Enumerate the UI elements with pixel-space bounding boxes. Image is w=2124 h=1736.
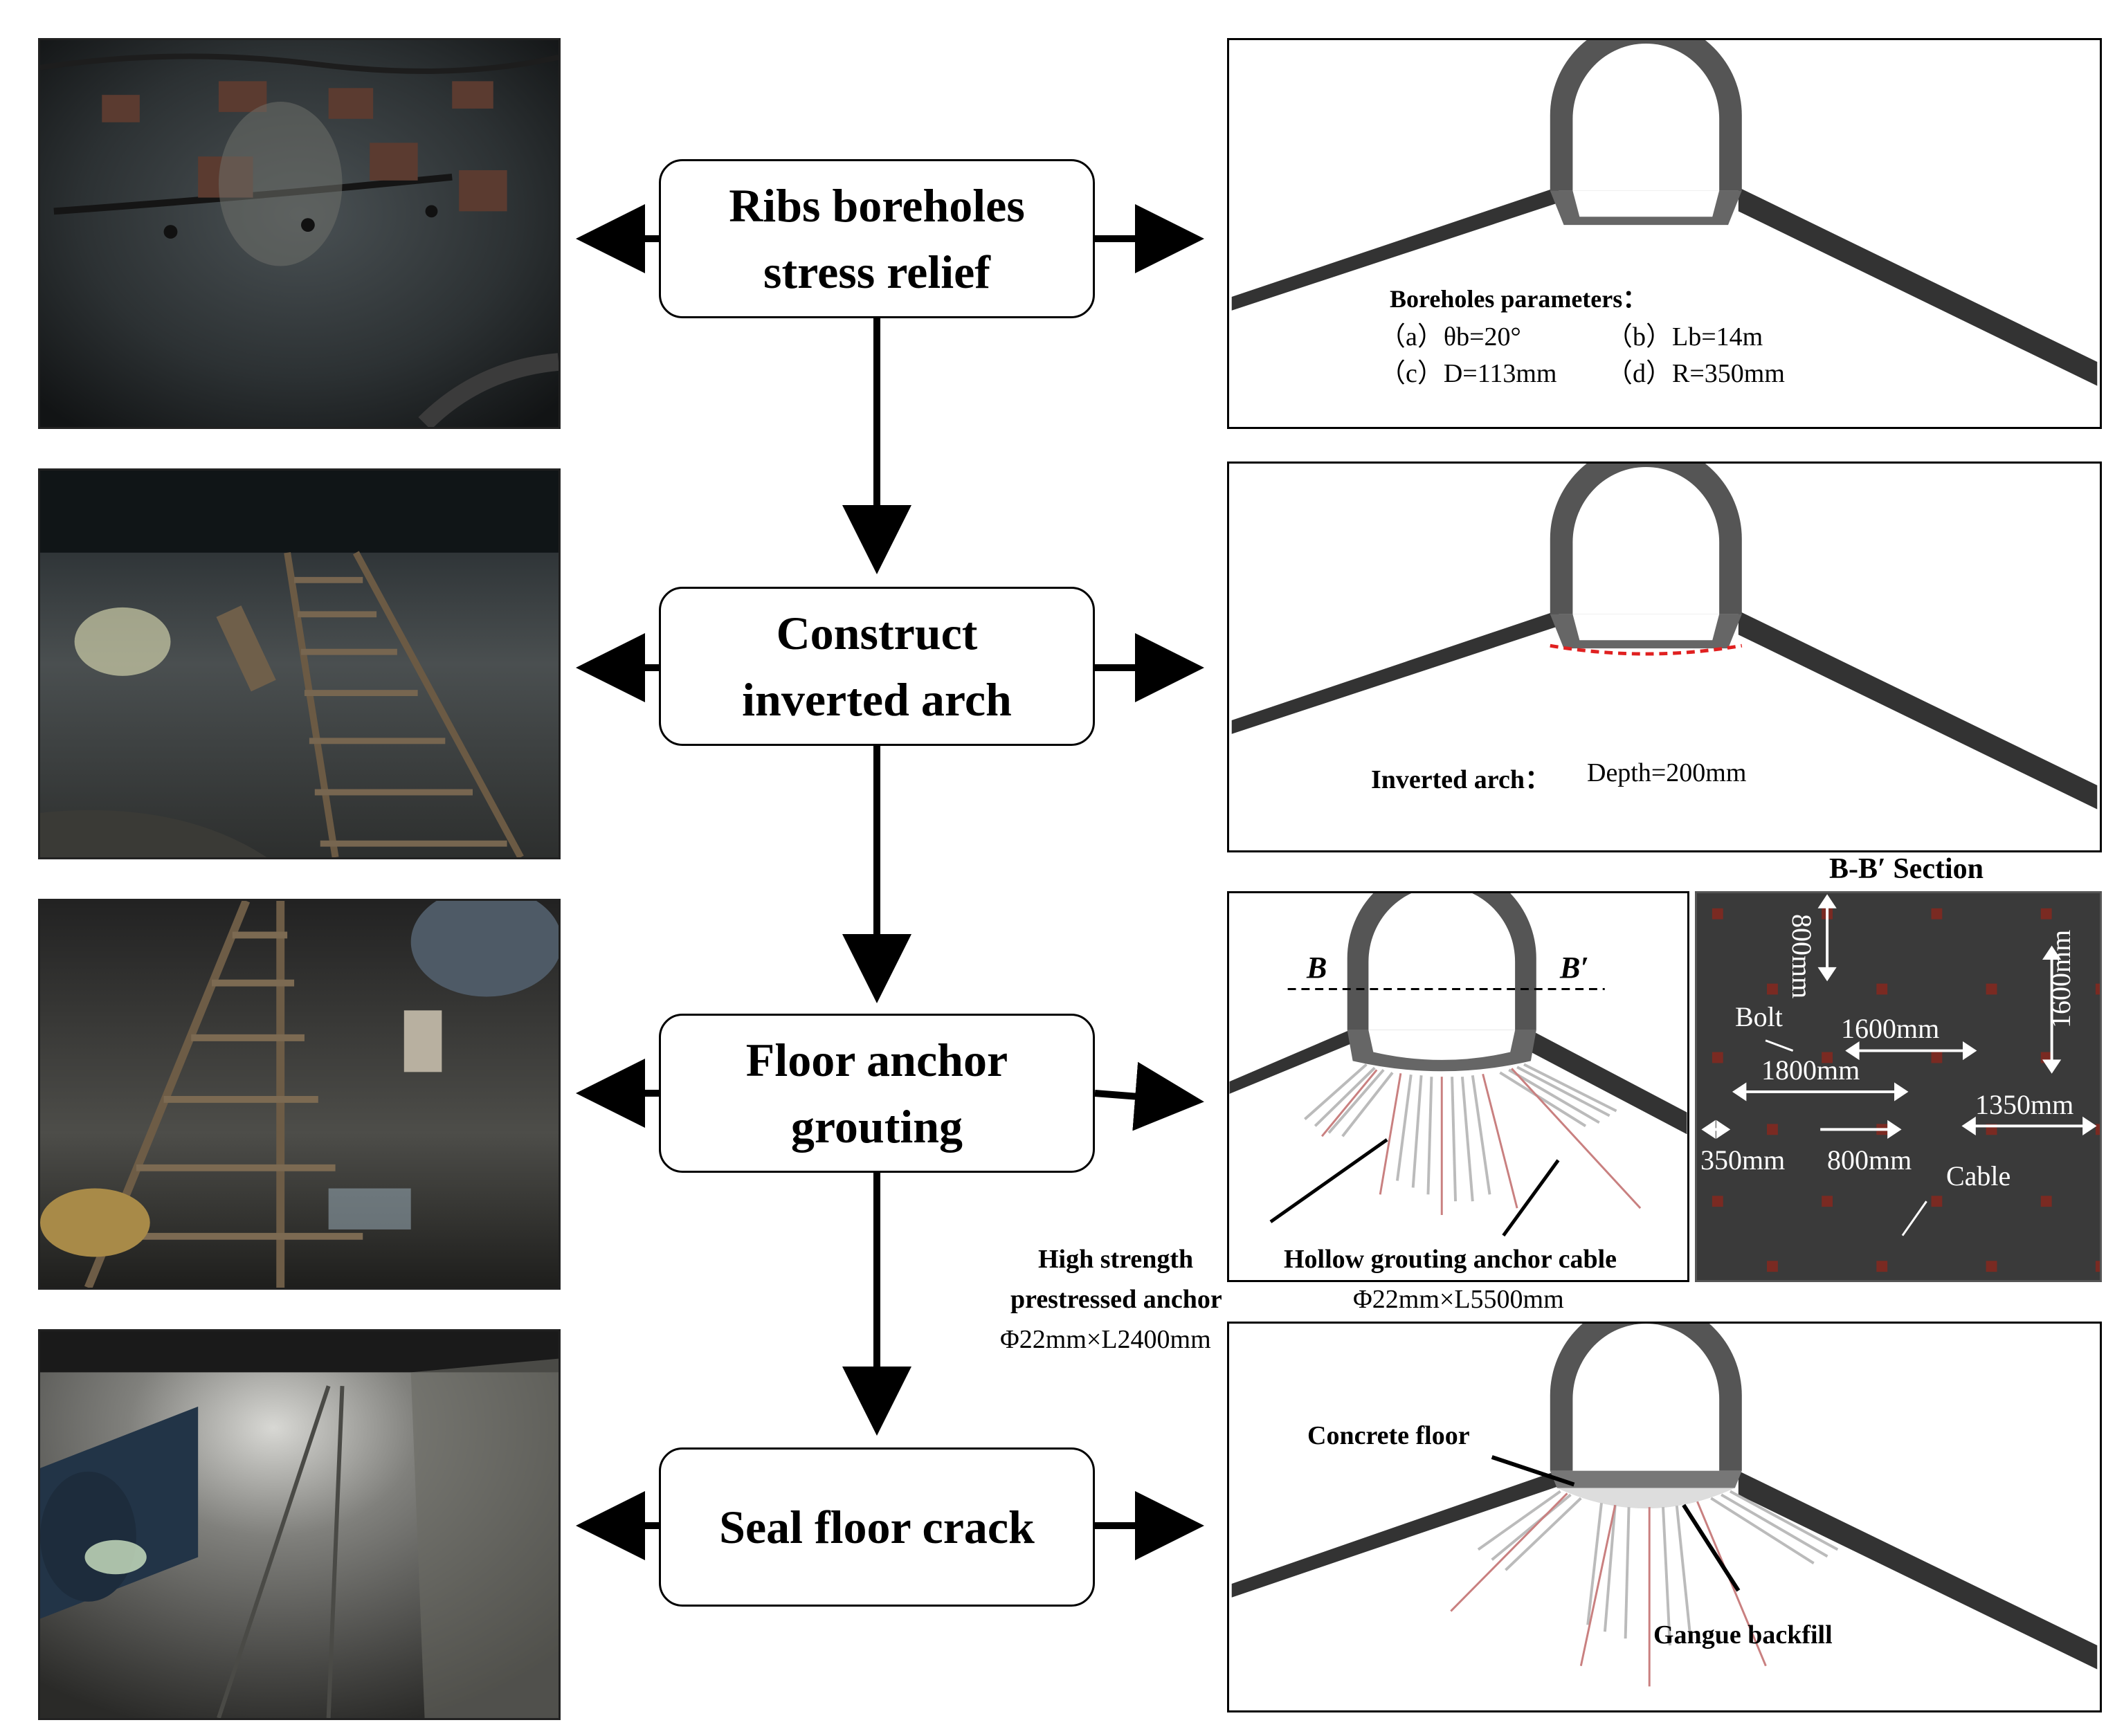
param-c: （c）D=113mm [1379, 359, 1557, 388]
section-mark-b-left: B [1307, 951, 1327, 985]
section-marker [2095, 1124, 2100, 1135]
cable-title: Hollow grouting anchor cable [1284, 1245, 1617, 1274]
inverted-arch-title: Inverted arch： [1371, 765, 1551, 794]
section-marker [1822, 1196, 1833, 1207]
section-marker [1712, 1052, 1723, 1063]
step-ribs-boreholes: Ribs boreholes stress relief [659, 159, 1095, 318]
bolt-label: Bolt [1735, 1001, 1783, 1032]
boreholes-heading: Boreholes parameters： [1390, 285, 1648, 313]
section-marker [1712, 1196, 1723, 1207]
step-3-label: Floor anchor grouting [745, 1034, 1008, 1153]
param-a: （a）θb=20° [1379, 322, 1521, 351]
dim-350: 350mm [1700, 1144, 1786, 1176]
section-marker [1931, 1196, 1943, 1207]
photo-inverted-arch [38, 468, 561, 859]
dim-1350: 1350mm [1975, 1089, 2074, 1120]
section-marker [1767, 1261, 1778, 1272]
section-marker [1986, 1261, 1997, 1272]
section-title: B-B′ Section [1829, 853, 1984, 885]
step-1-label: Ribs boreholes stress relief [729, 179, 1025, 298]
dim-800: 800mm [1827, 1144, 1912, 1176]
section-marker [1986, 983, 1997, 995]
photo-seal-floor [38, 1329, 561, 1720]
section-marker [1931, 908, 1943, 920]
dim-800-vertical: 800mm [1786, 914, 1817, 999]
section-marker [1876, 1261, 1888, 1272]
step-4-label: Seal floor crack [719, 1501, 1035, 1553]
section-marker [1712, 908, 1723, 920]
section-marker [1767, 1124, 1778, 1135]
concrete-floor-label: Concrete floor [1307, 1421, 1470, 1450]
param-d: （d）R=350mm [1606, 359, 1785, 388]
photo-ribs-boreholes [38, 38, 561, 429]
anchor-title-line2: prestressed anchor [1010, 1285, 1222, 1314]
step-seal-floor: Seal floor crack [659, 1447, 1095, 1607]
cable-spec: Φ22mm×L5500mm [1353, 1285, 1564, 1314]
arrow-right-3 [1094, 1061, 1204, 1131]
panel-floor-anchor: B B′ [1227, 891, 1689, 1282]
section-mark-b-right: B′ [1560, 951, 1589, 985]
section-marker [1876, 983, 1888, 995]
panel-seal-floor: Concrete floor Gangue backfill [1227, 1322, 2102, 1712]
section-marker [2095, 983, 2100, 995]
gangue-backfill-label: Gangue backfill [1653, 1620, 1833, 1650]
step-inverted-arch: Construct inverted arch [659, 587, 1095, 746]
panel-inverted-arch: Inverted arch： Depth=200mm [1227, 462, 2102, 852]
param-b: （b）Lb=14m [1606, 322, 1763, 351]
cable-label: Cable [1946, 1160, 2011, 1191]
section-marker [1767, 983, 1778, 995]
section-marker [2040, 908, 2052, 920]
panel-boreholes-parameters: Boreholes parameters： （a）θb=20° （b）Lb=14… [1227, 38, 2102, 429]
step-floor-anchor: Floor anchor grouting [659, 1014, 1095, 1173]
dim-1600-vertical: 1600mm [2045, 929, 2076, 1028]
dim-1600: 1600mm [1841, 1013, 1940, 1044]
section-marker [1822, 1052, 1833, 1063]
inverted-arch-depth: Depth=200mm [1587, 758, 1747, 787]
dim-1800: 1800mm [1761, 1054, 1860, 1086]
panel-b-b-section: 800mm 1600mm Bolt 1600mm 1800mm 1350mm 3… [1695, 891, 2102, 1282]
anchor-title-line1: High strength [1038, 1245, 1194, 1274]
step-2-label: Construct inverted arch [742, 607, 1012, 726]
section-marker [2095, 1261, 2100, 1272]
photo-floor-anchor [38, 899, 561, 1290]
section-marker [1931, 1052, 1943, 1063]
section-marker [2040, 1196, 2052, 1207]
anchor-spec: Φ22mm×L2400mm [1000, 1325, 1211, 1354]
